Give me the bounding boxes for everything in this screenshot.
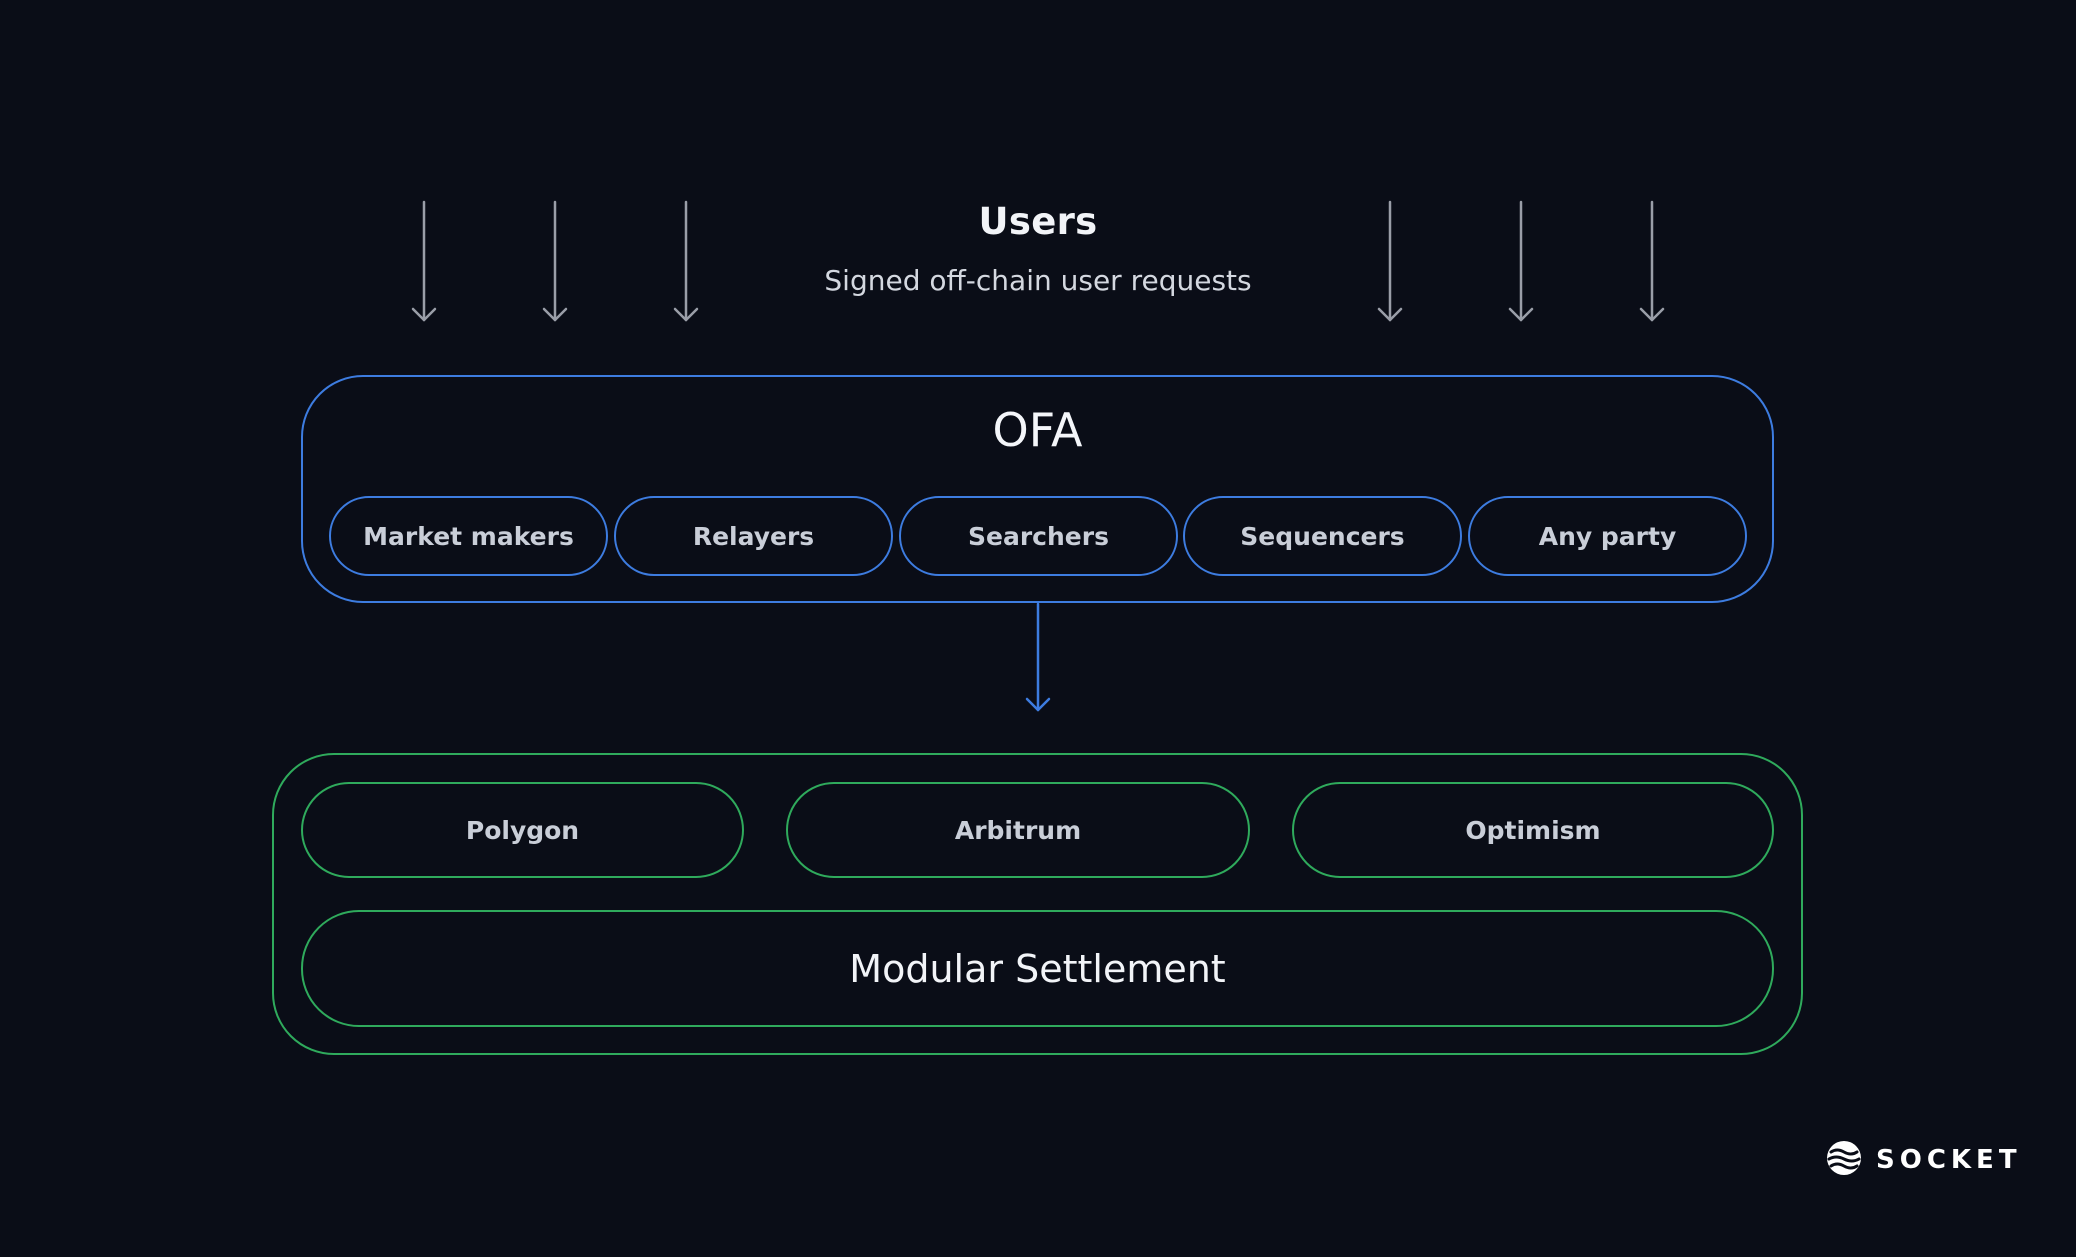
chain-optimism: Optimism	[1292, 782, 1774, 878]
settlement-container	[272, 753, 1803, 1055]
modular-settlement-layer: Modular Settlement	[301, 910, 1774, 1027]
users-subtitle: Signed off-chain user requests	[824, 264, 1252, 297]
party-sequencers: Sequencers	[1183, 496, 1462, 576]
party-market-makers: Market makers	[329, 496, 608, 576]
party-any-party: Any party	[1468, 496, 1747, 576]
socket-logo-icon	[1826, 1140, 1862, 1180]
chain-polygon: Polygon	[301, 782, 744, 878]
socket-logo: SOCKET	[1826, 1138, 2022, 1182]
ofa-to-settlement-arrow	[1025, 602, 1051, 712]
ofa-title: OFA	[992, 403, 1083, 457]
socket-logo-text: SOCKET	[1876, 1145, 2022, 1175]
users-title: Users	[978, 200, 1098, 243]
party-searchers: Searchers	[899, 496, 1178, 576]
party-relayers: Relayers	[614, 496, 893, 576]
chain-arbitrum: Arbitrum	[786, 782, 1250, 878]
ofa-container	[301, 375, 1774, 603]
